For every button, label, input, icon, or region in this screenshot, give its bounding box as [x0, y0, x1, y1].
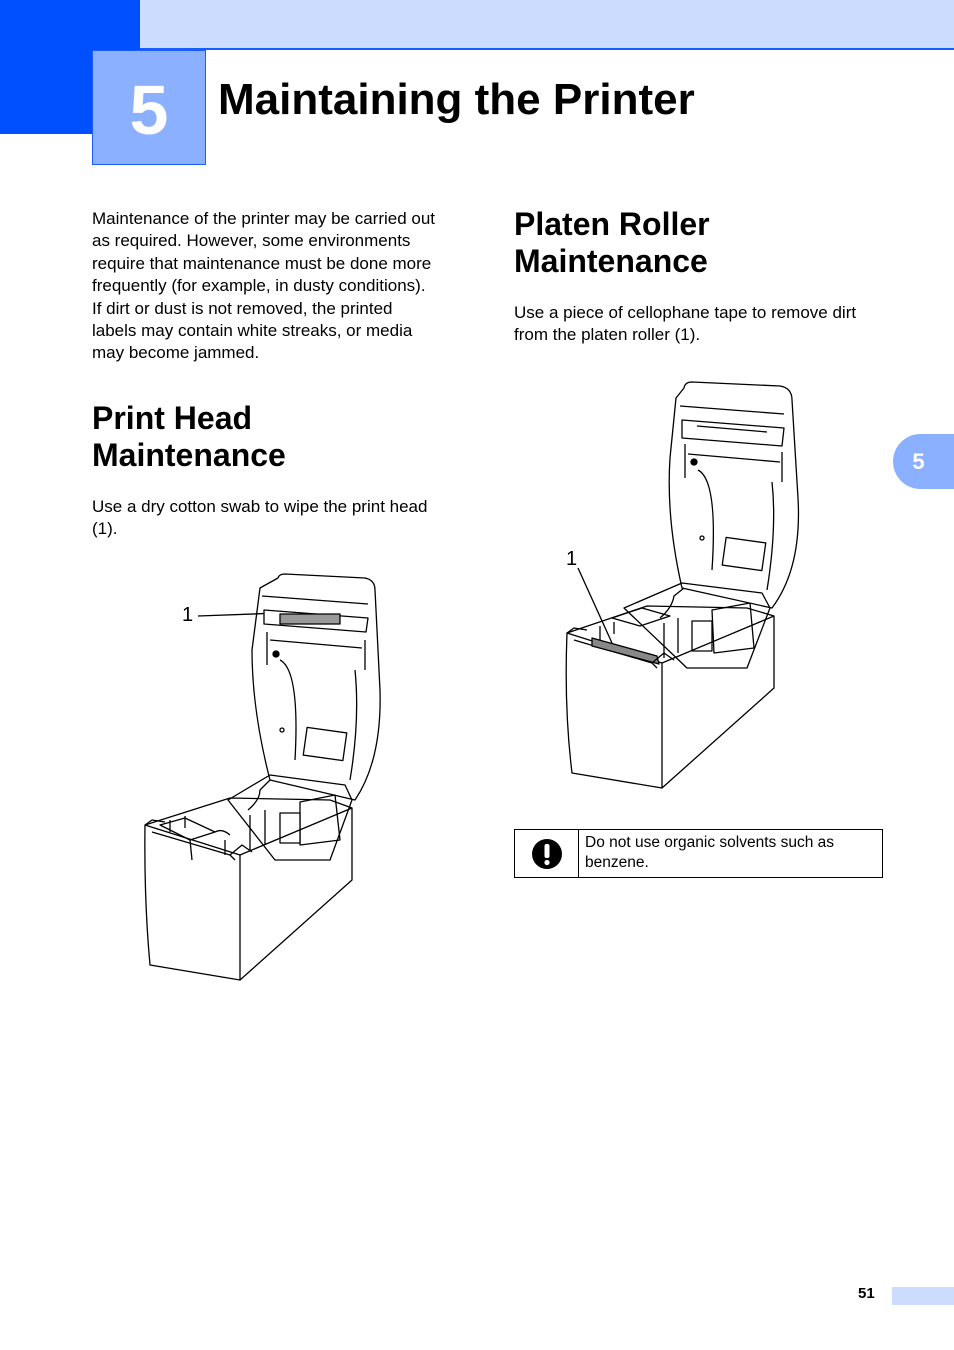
printer-illustration-print-head [144, 573, 381, 981]
caution-note: Do not use organic solvents such as benz… [514, 829, 883, 878]
caution-text: Do not use organic solvents such as benz… [579, 830, 840, 877]
intro-line: as required. However, some environments [92, 231, 411, 251]
chapter-number: 5 [129, 70, 169, 149]
print-head-instructions: Use a dry cotton swab to wipe the print … [92, 496, 472, 541]
caution-line: benzene. [585, 854, 649, 871]
intro-paragraph: Maintenance of the printer may be carrie… [92, 208, 472, 365]
intro-line: labels may contain white streaks, or med… [92, 321, 413, 341]
platen-roller-instructions: Use a piece of cellophane tape to remove… [514, 302, 894, 347]
caution-icon-cell [515, 830, 579, 877]
heading-line: Print Head [92, 400, 253, 436]
intro-line: may become jammed. [92, 343, 260, 363]
intro-line: Maintenance of the printer may be carrie… [92, 209, 436, 228]
print-head-callout-number: 1 [182, 604, 194, 626]
instruction-line: Use a dry cotton swab to wipe the print … [92, 497, 428, 516]
instruction-line: (1). [92, 519, 118, 539]
instruction-line: Use a piece of cellophane tape to remove… [514, 303, 857, 322]
page-number-bar [892, 1287, 954, 1305]
heading-line: Maintenance [92, 437, 286, 473]
intro-line: frequently (for example, in dusty condit… [92, 276, 426, 296]
platen-roller-heading: Platen Roller Maintenance [514, 206, 710, 280]
heading-line: Platen Roller [514, 206, 710, 242]
printer-illustration-platen-roller [565, 381, 800, 789]
chapter-title: Maintaining the Printer [218, 75, 695, 124]
header-rule [140, 48, 954, 50]
intro-line: If dirt or dust is not removed, the prin… [92, 298, 393, 318]
platen-roller-callout-number: 1 [566, 548, 578, 570]
header-band [0, 0, 954, 50]
intro-line: require that maintenance must be done mo… [92, 253, 432, 273]
heading-line: Maintenance [514, 243, 708, 279]
instruction-line: from the platen roller (1). [514, 325, 701, 345]
print-head-heading: Print Head Maintenance [92, 400, 286, 474]
chapter-side-tab: 5 [893, 434, 954, 489]
caution-line: Do not use organic solvents such as [585, 834, 834, 851]
page-number: 51 [858, 1285, 875, 1302]
side-tab-number: 5 [912, 448, 925, 474]
exclamation-icon [531, 838, 562, 869]
chapter-number-box: 5 [92, 50, 206, 165]
